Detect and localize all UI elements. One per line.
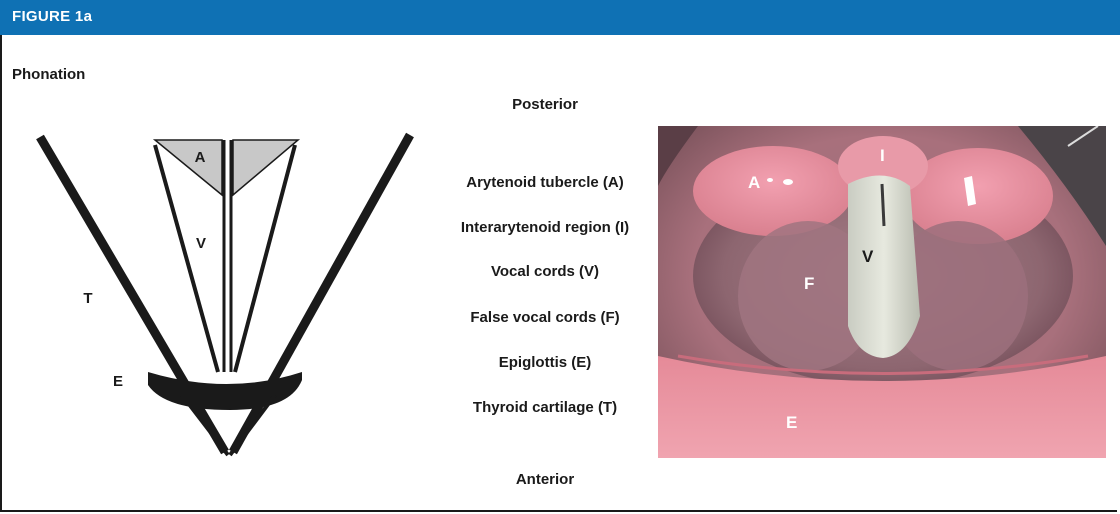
laryngoscopy-illustration: A I V F E [658, 126, 1106, 458]
legend-item-arytenoid: Arytenoid tubercle (A) [466, 174, 624, 191]
photo-label-epiglottis: E [786, 413, 797, 432]
diagram-label-epiglottis: E [113, 373, 123, 390]
legend-item-epiglottis: Epiglottis (E) [499, 354, 592, 371]
diagram-label-vocal-cords: V [196, 235, 206, 252]
photo-label-false-cords: F [804, 274, 814, 293]
legend-item-false-cords: False vocal cords (F) [470, 309, 619, 326]
legend-item-thyroid: Thyroid cartilage (T) [473, 399, 617, 416]
orientation-anterior: Anterior [516, 471, 574, 488]
laryngoscopy-photo: A I V F E [658, 126, 1106, 458]
legend-item-interarytenoid: Interarytenoid region (I) [461, 219, 629, 236]
photo-label-arytenoid: A [748, 173, 760, 192]
photo-label-vocal-cords: V [862, 247, 874, 266]
larynx-schematic: A V T E [0, 0, 440, 470]
legend-item-vocal-cords: Vocal cords (V) [491, 263, 599, 280]
photo-label-interarytenoid: I [880, 146, 885, 165]
diagram-label-arytenoid: A [195, 149, 206, 166]
diagram-label-thyroid: T [83, 290, 92, 307]
orientation-posterior: Posterior [512, 96, 578, 113]
